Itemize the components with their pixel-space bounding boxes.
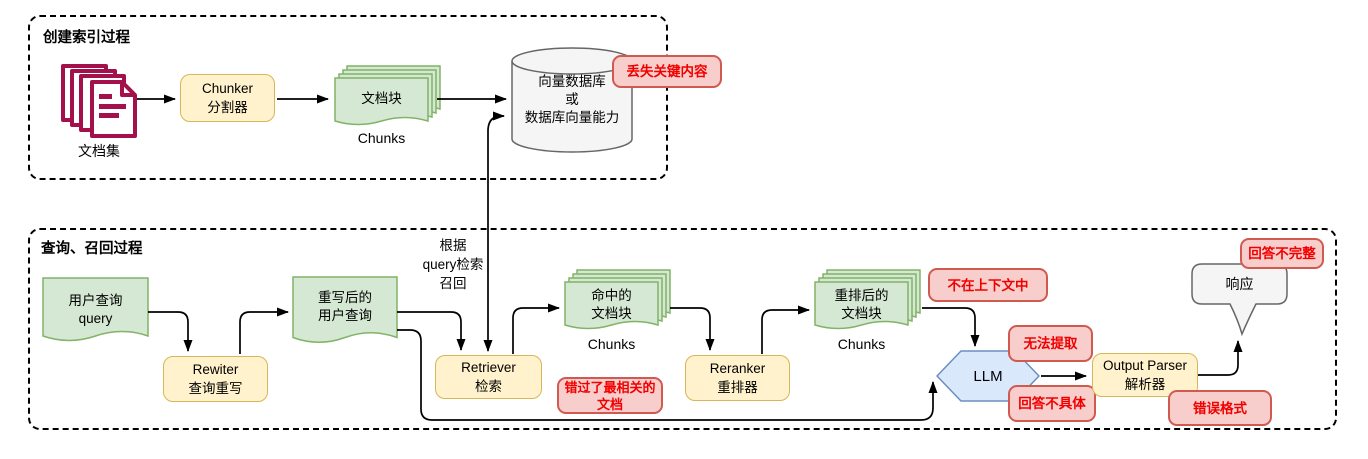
missed-docs-badge: 错过了最相关的 文档 bbox=[557, 377, 663, 414]
llm-label: LLM bbox=[973, 368, 1003, 385]
hit-chunks-caption: Chunks bbox=[587, 336, 636, 352]
vector-db-label: 向量数据库 或 数据库向量能力 bbox=[524, 74, 620, 125]
cannot-extract-badge: 无法提取 bbox=[1008, 325, 1093, 362]
arrow-reranker-to-reranked bbox=[761, 305, 810, 354]
arrow-reranked-to-llm bbox=[922, 307, 980, 347]
arrow-rewritten-to-retriever bbox=[397, 311, 466, 351]
rewritten-query-label: 重写后的 用户查询 bbox=[318, 290, 372, 323]
query-section-title: 查询、召回过程 bbox=[41, 241, 143, 257]
wrong-format-badge: 错误格式 bbox=[1168, 390, 1272, 426]
lost-content-badge: 丢失关键内容 bbox=[612, 55, 722, 88]
user-query-label: 用户查询 query bbox=[68, 293, 123, 326]
arrow-hit-chunks-to-reranker bbox=[670, 307, 715, 351]
document-collection-icon bbox=[61, 64, 137, 138]
arrow-query-to-rewriter bbox=[148, 311, 193, 352]
arrow-retriever-to-hit-chunks bbox=[512, 303, 560, 354]
doc-collection-label: 文档集 bbox=[78, 143, 120, 159]
index-section bbox=[28, 15, 668, 180]
reranked-chunks-caption: Chunks bbox=[837, 336, 886, 352]
reranker-box: Reranker 重排器 bbox=[685, 355, 790, 401]
hit-chunks-label: 命中的 文档块 bbox=[591, 288, 632, 321]
arrow-retriever-db-bidirectional bbox=[483, 111, 505, 352]
user-query-document bbox=[42, 277, 149, 342]
rewriter-box: Rewiter 查询重写 bbox=[163, 356, 268, 402]
reranked-chunks-stack bbox=[814, 269, 921, 330]
chunks-caption: Chunks bbox=[357, 130, 406, 146]
arrow-query-bypass-to-llm bbox=[397, 329, 938, 421]
chunks-stack-label: 文档块 bbox=[361, 91, 402, 106]
retriever-box: Retriever 检索 bbox=[435, 355, 542, 399]
query-section bbox=[28, 228, 1337, 430]
hit-chunks-stack bbox=[564, 269, 671, 330]
chunks-stack bbox=[334, 65, 441, 126]
retrieve-note: 根据 query检索 召回 bbox=[422, 238, 484, 291]
output-parser-box: Output Parser 解析器 bbox=[1092, 353, 1198, 397]
index-section-title: 创建索引过程 bbox=[43, 30, 130, 46]
incomplete-answer-badge: 回答不完整 bbox=[1240, 238, 1324, 269]
rewritten-query-document bbox=[292, 276, 398, 343]
arrow-rewriter-to-rewritten bbox=[239, 307, 289, 354]
not-specific-badge: 回答不具体 bbox=[1008, 385, 1096, 422]
response-bubble bbox=[1191, 263, 1288, 337]
response-label: 响应 bbox=[1225, 276, 1254, 292]
not-in-context-badge: 不在上下文中 bbox=[928, 268, 1048, 302]
reranked-chunks-label: 重排后的 文档块 bbox=[834, 288, 889, 321]
arrow-parser-to-response bbox=[1198, 340, 1243, 376]
chunker-box: Chunker 分割器 bbox=[180, 74, 275, 122]
